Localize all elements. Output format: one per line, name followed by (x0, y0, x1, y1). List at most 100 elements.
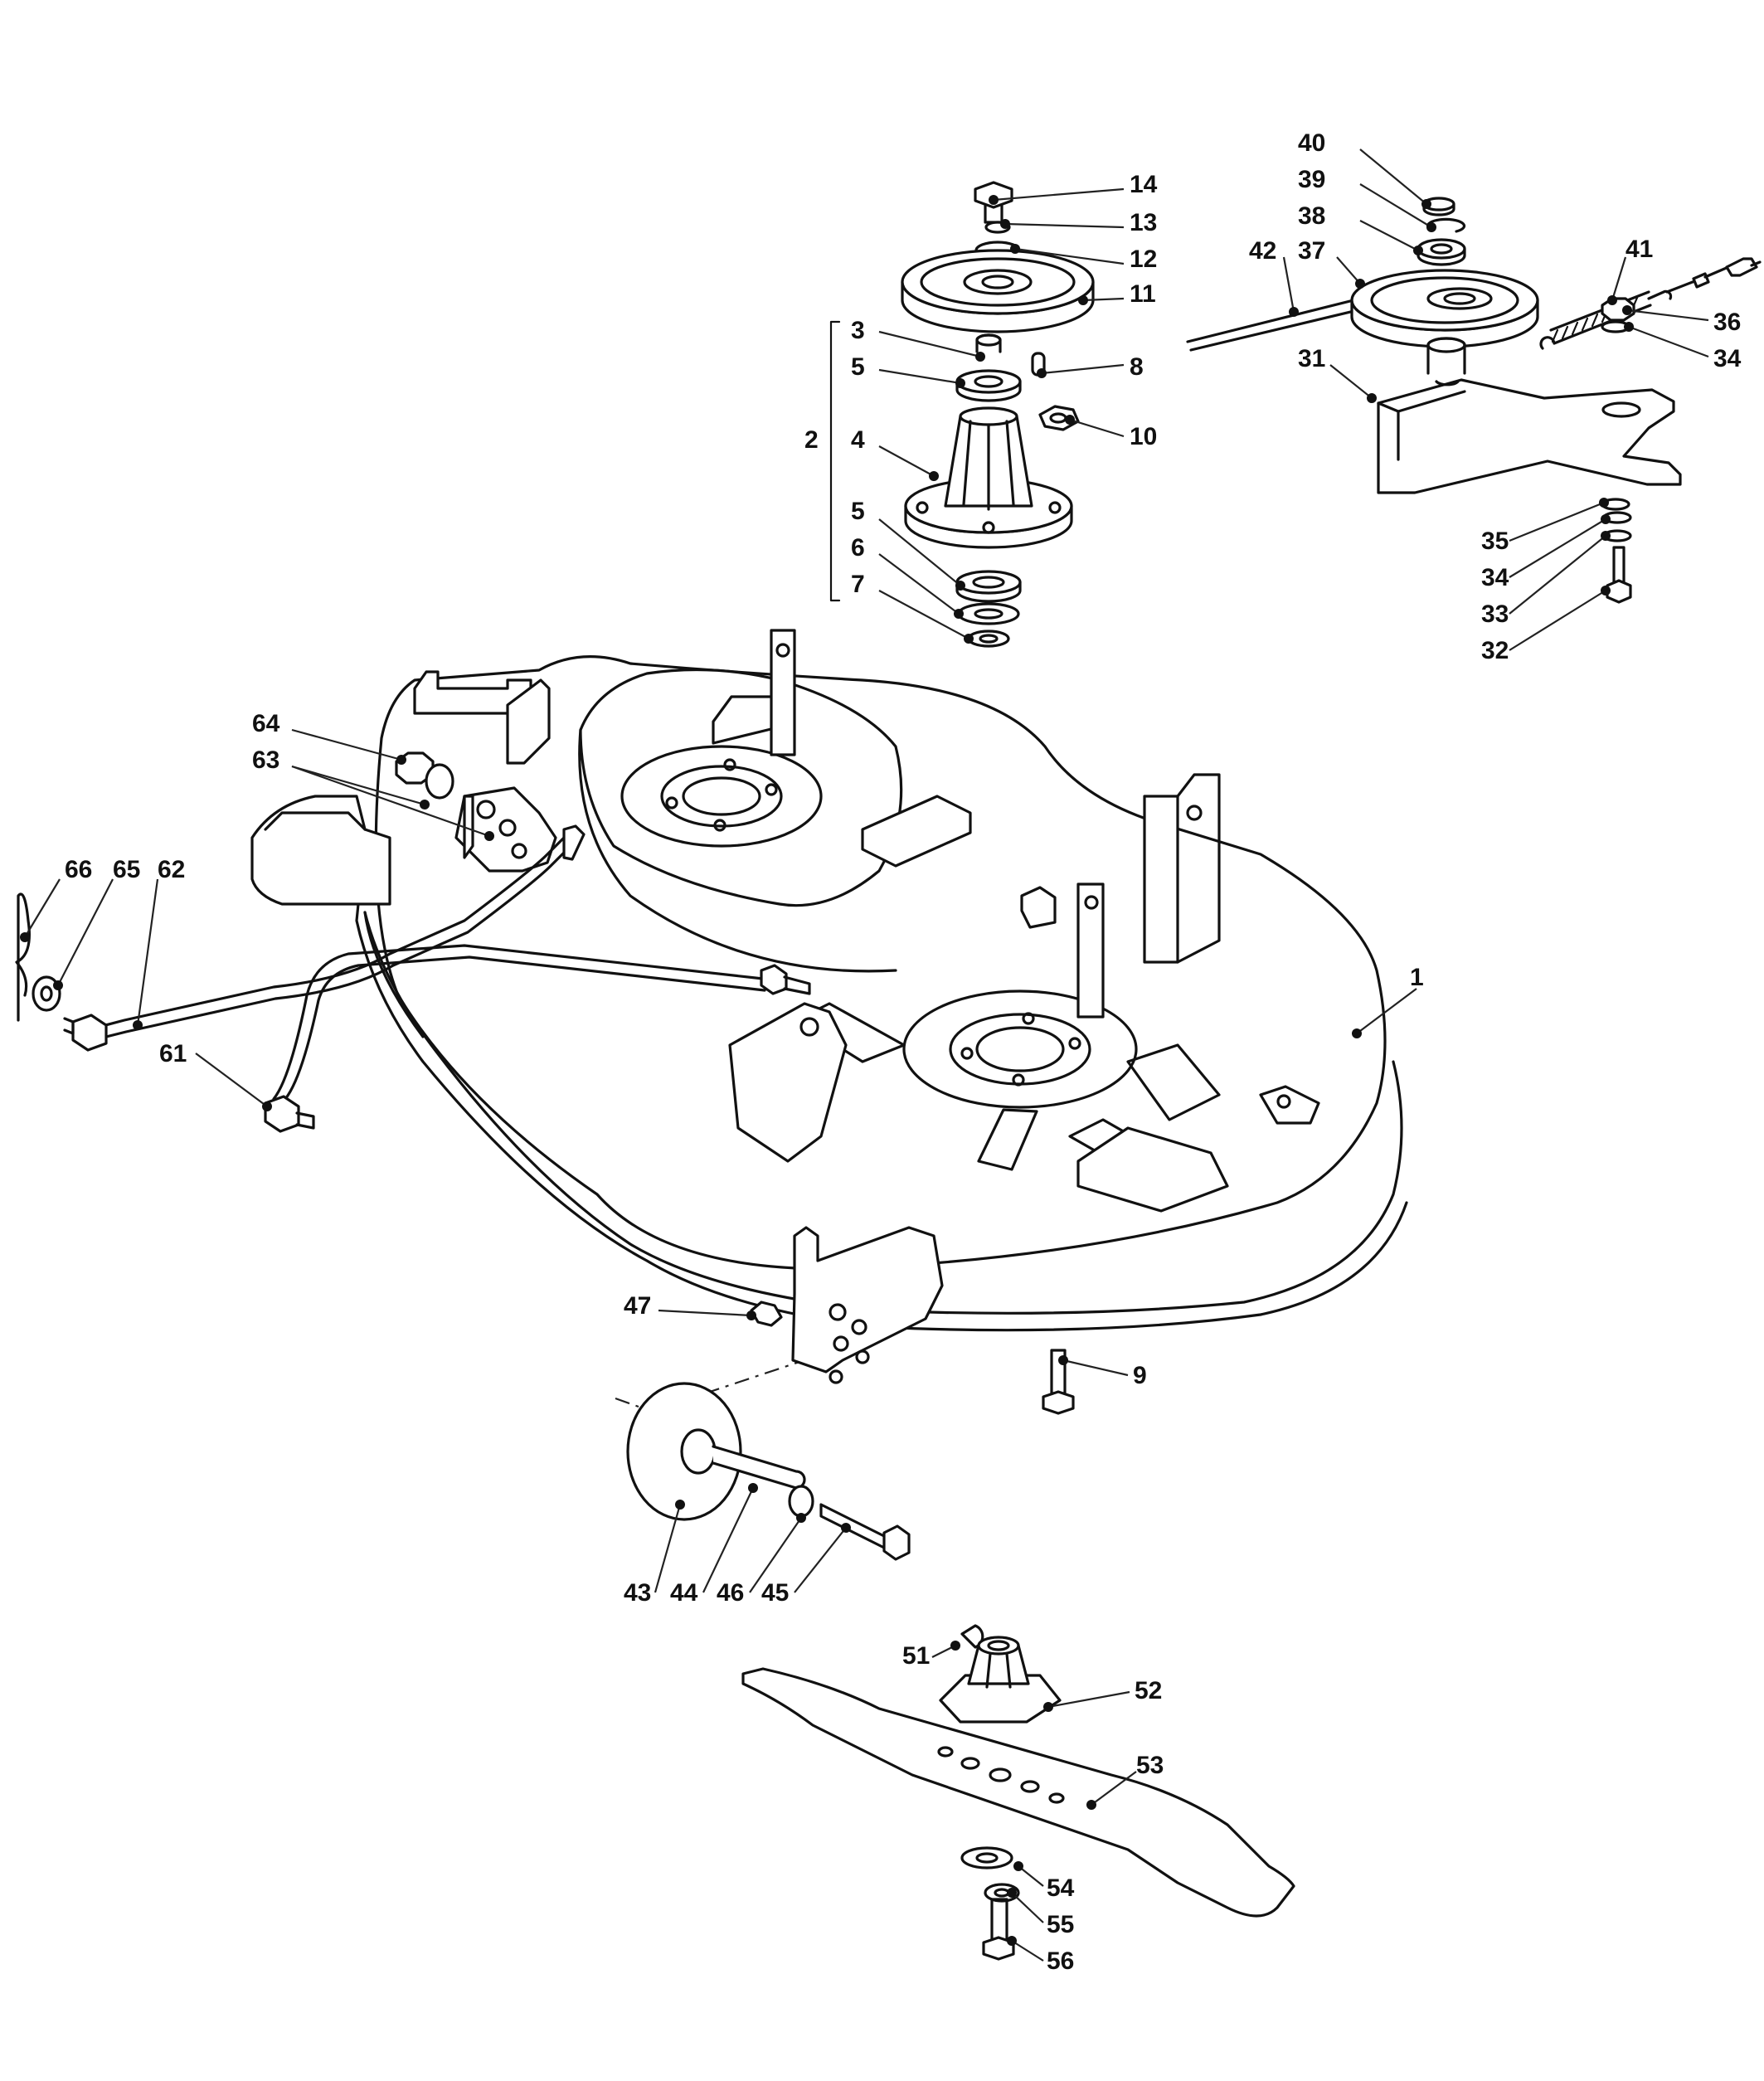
svg-text:8: 8 (1130, 353, 1144, 381)
svg-text:6: 6 (851, 534, 865, 562)
callout-4: 4 (851, 426, 939, 481)
callout-66: 66 (20, 856, 92, 942)
callout-32: 32 (1481, 586, 1611, 664)
spindle-housing-4 (904, 406, 1073, 549)
svg-text:1: 1 (1410, 964, 1424, 991)
svg-text:38: 38 (1298, 202, 1325, 230)
key-51 (960, 1624, 984, 1649)
callout-46: 46 (717, 1513, 806, 1607)
callout-52: 52 (1043, 1677, 1162, 1712)
svg-text:56: 56 (1047, 1947, 1074, 1975)
callout-51: 51 (902, 1641, 960, 1670)
svg-text:61: 61 (159, 1040, 187, 1067)
callout-34-lower: 34 (1481, 514, 1611, 591)
group-bracket-2 (829, 320, 841, 602)
svg-text:64: 64 (252, 710, 280, 737)
svg-text:40: 40 (1298, 129, 1325, 157)
tensioner-arm-31 (1377, 337, 1682, 494)
svg-text:55: 55 (1047, 1911, 1074, 1938)
tensioner-assembly (1186, 197, 1762, 604)
svg-text:51: 51 (902, 1642, 930, 1670)
bolt-32 (1606, 546, 1632, 604)
washer-7 (967, 630, 1010, 648)
svg-text:65: 65 (113, 856, 140, 883)
svg-text:45: 45 (761, 1579, 789, 1607)
callouts: 14 13 12 11 3 5 (20, 129, 1742, 1975)
callout-37: 37 (1298, 237, 1365, 289)
svg-text:46: 46 (717, 1579, 744, 1607)
callout-7: 7 (851, 571, 974, 644)
callout-9: 9 (1058, 1355, 1147, 1389)
svg-text:43: 43 (624, 1579, 651, 1607)
svg-text:10: 10 (1130, 423, 1157, 450)
svg-text:35: 35 (1481, 528, 1509, 555)
washer-63 (425, 763, 454, 800)
callout-43: 43 (624, 1500, 685, 1607)
callout-41: 41 (1607, 236, 1653, 305)
callout-2: 2 (804, 426, 819, 454)
spacer-6 (957, 602, 1020, 625)
rod-end-61 (264, 1095, 300, 1133)
svg-text:7: 7 (851, 571, 865, 598)
bearing-5-upper (955, 369, 1022, 402)
svg-text:31: 31 (1298, 345, 1325, 372)
bolt-9 (1042, 1349, 1075, 1415)
clip-66 (15, 892, 31, 1022)
cable-end (1665, 257, 1762, 294)
callout-36: 36 (1622, 305, 1741, 336)
pulley-11 (901, 249, 1095, 333)
svg-text:54: 54 (1047, 1874, 1075, 1902)
rod-61 (272, 944, 765, 1101)
callout-64: 64 (252, 710, 406, 765)
callout-12: 12 (1010, 244, 1157, 273)
callout-34-upper: 34 (1624, 322, 1742, 372)
callout-40: 40 (1298, 129, 1431, 209)
svg-text:62: 62 (158, 856, 185, 883)
callout-42: 42 (1249, 237, 1299, 317)
svg-text:42: 42 (1249, 237, 1276, 265)
callout-61: 61 (159, 1040, 272, 1111)
pulley-37 (1350, 269, 1539, 348)
svg-text:41: 41 (1626, 236, 1653, 263)
svg-text:11: 11 (1130, 280, 1156, 308)
bolt-56 (982, 1898, 1015, 1961)
svg-text:63: 63 (252, 746, 279, 774)
callout-33: 33 (1481, 531, 1611, 628)
spring-41 (1539, 289, 1673, 350)
rod-62 (91, 836, 566, 1030)
svg-text:53: 53 (1136, 1752, 1164, 1779)
svg-text:36: 36 (1713, 309, 1741, 336)
callout-63: 63 (252, 746, 494, 841)
blade-53 (741, 1667, 1295, 1918)
svg-text:37: 37 (1298, 237, 1325, 265)
callout-39: 39 (1298, 166, 1436, 232)
callout-47: 47 (624, 1292, 756, 1320)
callout-11: 11 (1078, 280, 1156, 308)
spindle-assembly (829, 181, 1095, 648)
svg-text:34: 34 (1713, 345, 1742, 372)
svg-text:14: 14 (1130, 171, 1158, 198)
callout-13: 13 (1000, 209, 1157, 236)
callout-45: 45 (761, 1523, 851, 1607)
svg-text:5: 5 (851, 353, 865, 381)
callout-53: 53 (1086, 1752, 1164, 1810)
svg-text:5: 5 (851, 498, 865, 525)
callout-10: 10 (1065, 415, 1157, 450)
callout-3: 3 (851, 317, 985, 362)
svg-text:2: 2 (804, 426, 819, 454)
callout-55: 55 (1007, 1888, 1074, 1938)
rod-end-62 (71, 1014, 108, 1052)
bearing-5-lower (955, 570, 1022, 603)
svg-text:3: 3 (851, 317, 865, 344)
callout-56: 56 (1007, 1936, 1074, 1975)
svg-text:4: 4 (851, 426, 865, 454)
svg-text:32: 32 (1481, 637, 1509, 664)
mower-deck-1 (355, 629, 1408, 1332)
callout-44: 44 (670, 1483, 758, 1607)
shaft-3 (975, 333, 1002, 353)
svg-text:47: 47 (624, 1292, 651, 1320)
svg-text:39: 39 (1298, 166, 1325, 193)
callout-54: 54 (1013, 1861, 1075, 1902)
callout-38: 38 (1298, 202, 1423, 255)
